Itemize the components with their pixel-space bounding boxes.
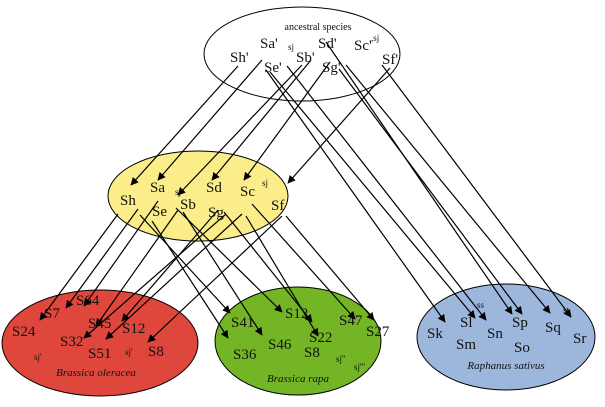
allele-sc-sup: sj — [262, 178, 268, 188]
arrow-line — [286, 65, 487, 321]
arrow-line — [325, 41, 513, 315]
allele-s12: S12 — [122, 321, 145, 337]
arrow-line — [245, 215, 319, 337]
allele-sd: Sd — [206, 180, 222, 196]
allele-sl-sup: ss — [477, 300, 485, 310]
allele-s8: S8 — [304, 345, 320, 361]
allele-sm: Sm — [456, 337, 476, 353]
allele-sq: Sq — [545, 320, 561, 336]
arrow-line — [139, 214, 231, 314]
allele-sj-prime-2: sj' — [125, 347, 133, 357]
allele-sb: Sb — [180, 197, 196, 213]
arrow-line — [175, 207, 283, 313]
allele-s36: S36 — [233, 347, 257, 363]
allele-sc-prime: Sc' — [354, 38, 372, 54]
allele-sa-prime-sup: sj — [288, 42, 294, 52]
allele-sb-prime: Sb' — [296, 50, 315, 66]
allele-so: So — [514, 340, 530, 356]
arrow-line — [243, 61, 331, 181]
allele-sa-sup: sj — [175, 187, 181, 197]
arrow-line — [269, 71, 476, 319]
species-name-brassica-rapa: Brassica rapa — [267, 373, 330, 385]
allele-sk: Sk — [427, 326, 443, 342]
allele-s32: S32 — [60, 334, 83, 350]
rapa-labels: S41 S36 S46 S12 S47 S22 S27 S8 sj'' sj''… — [231, 306, 390, 385]
intermediate-labels: Sh Sa sj Sb Sd Sc sj Se Sg Sf — [120, 178, 284, 221]
arrow-line — [95, 209, 179, 327]
arrow-line — [345, 64, 551, 314]
allele-sq-sup: st — [563, 305, 570, 315]
allele-sp: Sp — [512, 315, 528, 331]
ancestral-title: ancestral species — [285, 22, 352, 33]
allele-sg: Sg — [208, 205, 224, 221]
arrow-line — [105, 213, 243, 340]
allele-sc: Sc — [240, 184, 255, 200]
oleracea-labels: S24 S7 S64 S45 S32 S12 S51 S8 sj' sj' Br… — [12, 293, 164, 379]
arrow-line — [211, 59, 312, 181]
arrow-line — [223, 211, 313, 323]
allele-sl: Sl — [460, 315, 473, 331]
arrow-line — [287, 67, 391, 184]
allele-sh-prime: Sh' — [230, 50, 249, 66]
arrow-line — [65, 208, 139, 309]
allele-sf-prime: Sf' — [382, 52, 398, 68]
allele-s45: S45 — [88, 316, 111, 332]
allele-s47: S47 — [339, 313, 363, 329]
intermediate-species-ellipse — [107, 150, 289, 242]
allele-s24: S24 — [12, 324, 36, 340]
arrow-line — [265, 69, 446, 323]
allele-se-prime: Se' — [264, 60, 282, 76]
arrow-line — [151, 220, 229, 339]
arrow-line — [251, 203, 356, 320]
arrows — [39, 41, 572, 343]
allele-sj-double-prime: sj'' — [336, 354, 346, 364]
raphanus-sativus-ellipse — [416, 283, 596, 391]
allele-s7: S7 — [44, 306, 60, 322]
arrow-line — [338, 68, 523, 315]
allele-sj-prime-1: sj' — [34, 352, 42, 362]
allele-sa-prime: Sa' — [260, 36, 278, 52]
allele-s27: S27 — [366, 324, 390, 340]
allele-s12: S12 — [285, 306, 308, 322]
arrow-line — [285, 215, 375, 321]
arrow-line — [177, 64, 303, 196]
allele-s46: S46 — [268, 337, 292, 353]
brassica-oleracea-ellipse — [1, 289, 199, 397]
arrow-line — [39, 213, 119, 321]
species-name-brassica-oleracea: Brassica oleracea — [56, 367, 136, 379]
arrow-line — [83, 200, 159, 307]
arrow-line — [182, 211, 263, 336]
arrow-line — [381, 64, 572, 318]
allele-sf: Sf — [271, 198, 284, 214]
allele-sr: Sr — [573, 331, 586, 347]
raphanus-labels: Sk Sl ss Sm Sn Sp So Sq st Sr Raphanus s… — [427, 300, 586, 372]
allele-sg-prime: Sg' — [322, 60, 341, 76]
ancestral-labels: ancestral species Sh' Sa' sj Sb' Sd' Sc'… — [230, 22, 398, 76]
allele-s22: S22 — [309, 330, 332, 346]
brassica-rapa-ellipse — [214, 286, 382, 396]
arrow-line — [157, 59, 263, 181]
allele-s41: S41 — [231, 315, 254, 331]
allele-sn: Sn — [487, 326, 503, 342]
species-name-raphanus-sativus: Raphanus sativus — [466, 360, 544, 372]
allele-se: Se — [152, 204, 167, 220]
allele-s51: S51 — [88, 346, 111, 362]
allele-sc-prime-sup: ,sj — [371, 33, 379, 43]
allele-sh: Sh — [120, 193, 136, 209]
allele-sd-prime: Sd' — [318, 36, 337, 52]
allele-s64: S64 — [76, 293, 100, 309]
arrow-line — [121, 209, 219, 322]
allele-sa: Sa — [150, 180, 165, 196]
allele-sj-triple-prime: sj''' — [354, 362, 365, 372]
arrow-line — [147, 215, 283, 343]
arrow-line — [130, 65, 239, 186]
allele-s8: S8 — [148, 344, 164, 360]
